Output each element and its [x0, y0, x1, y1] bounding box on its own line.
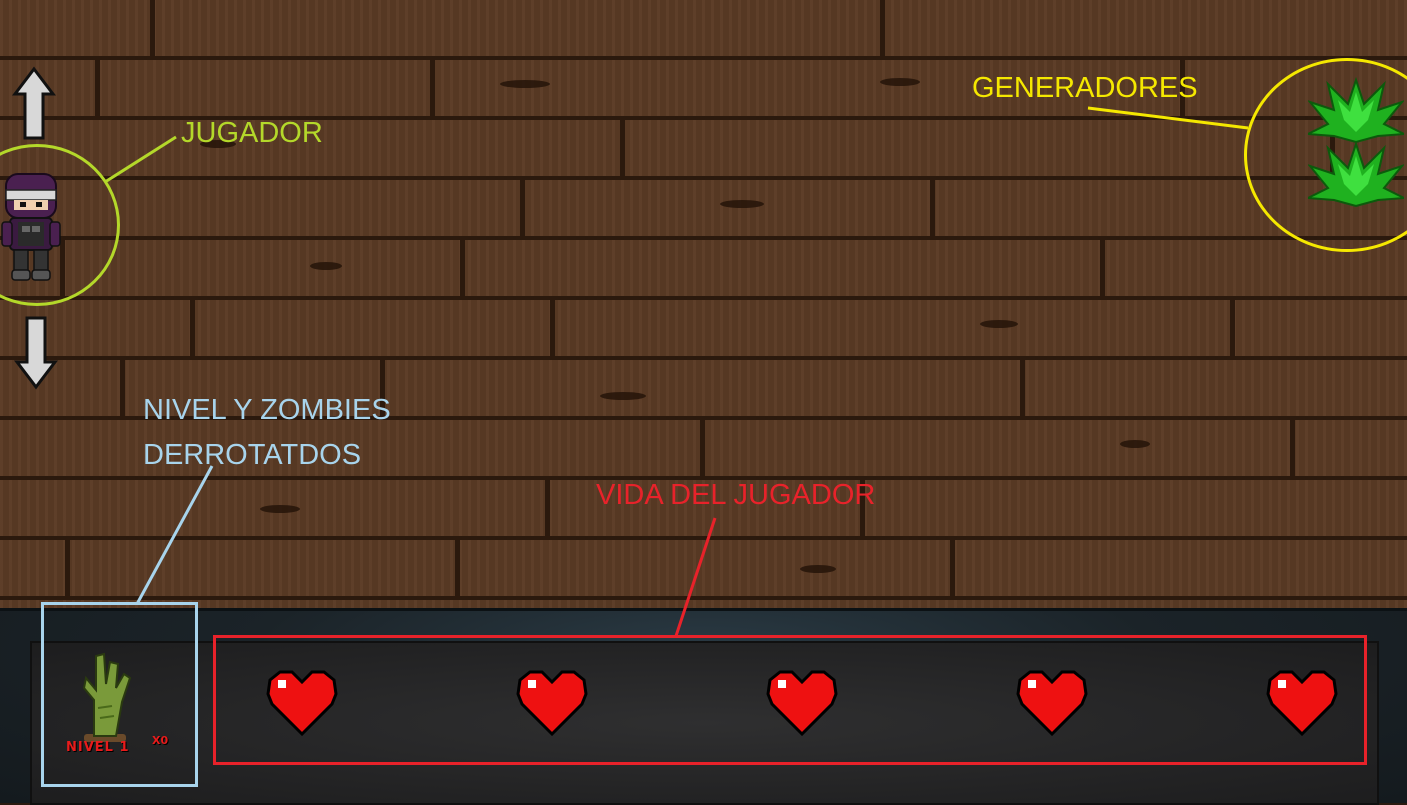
life-annotation-box [213, 635, 1367, 765]
arrow-up-icon[interactable] [12, 66, 56, 142]
player-annotation-line [104, 135, 177, 184]
generators-annotation-label: GENERADORES [972, 72, 1198, 104]
heart-icon [266, 670, 338, 737]
level-annotation-label: NIVEL Y ZOMBIES DERROTATDOS [143, 388, 391, 478]
player-annotation-label: JUGADOR [181, 117, 323, 149]
level-annotation-line1: NIVEL Y ZOMBIES [143, 394, 391, 426]
life-annotation-label: VIDA DEL JUGADOR [596, 479, 876, 511]
level-label: NIVEL 1 [66, 740, 130, 755]
heart-icon [1266, 670, 1338, 737]
level-annotation-line [135, 465, 214, 605]
heart-icon [516, 670, 588, 737]
arrow-down-icon[interactable] [14, 314, 58, 390]
game-board [0, 0, 1407, 610]
heart-icon [766, 670, 838, 737]
zombie-kill-counter: X0 [152, 734, 169, 747]
generators-annotation-line [1087, 106, 1249, 130]
level-annotation-box [41, 602, 198, 787]
hud-bar [0, 608, 1407, 805]
zombie-hand-icon [82, 652, 132, 742]
life-annotation-line [674, 517, 717, 637]
heart-icon [1016, 670, 1088, 737]
level-annotation-line2: DERROTATDOS [143, 439, 362, 471]
